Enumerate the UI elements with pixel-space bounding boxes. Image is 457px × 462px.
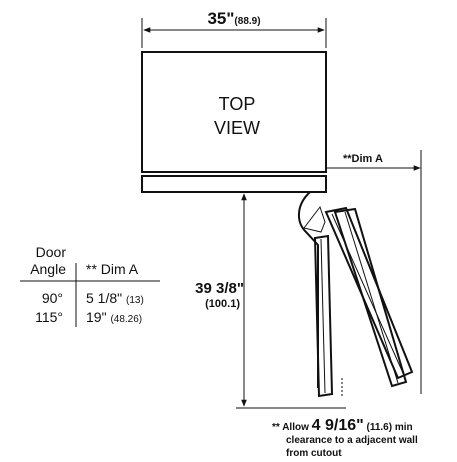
table-header-door: Door [36, 244, 67, 260]
table-row: 115° 19" (48.26) [35, 309, 142, 325]
width-label: 35"(88.9) [207, 9, 260, 28]
table-header-angle: Angle [30, 261, 66, 277]
note-line3: from cutout [286, 448, 342, 459]
table-header-dim-a: ** Dim A [86, 261, 139, 277]
dim-a-label: **Dim A [343, 153, 383, 165]
door-panel-115 [324, 206, 414, 380]
table-row-value: 19" (48.26) [86, 309, 142, 325]
clearance-note: ** Allow 4 9/16" (11.6) min clearance to… [272, 417, 418, 459]
door-panel-115-gasket [333, 207, 408, 388]
table-row-angle: 90° [42, 290, 63, 306]
depth-dimension: 39 3/8" (100.1) [195, 193, 346, 409]
depth-inches-label: 39 3/8" [195, 280, 244, 297]
top-width-dimension: 35"(88.9) [141, 9, 327, 48]
depth-cm-label: (100.1) [205, 298, 240, 310]
table-row: 90° 5 1/8" (13) [42, 290, 144, 306]
door-hinge-bracket [298, 191, 319, 388]
dim-a-dimension: **Dim A [326, 150, 422, 394]
door-angle-table: Door Angle ** Dim A 90° 5 1/8" (13) 115°… [20, 244, 160, 327]
open-door-outline [298, 191, 414, 398]
door-handle [303, 205, 326, 233]
refrigerator-cabinet: TOP VIEW [141, 51, 327, 193]
table-row-value: 5 1/8" (13) [86, 290, 144, 306]
door-panel-115-gasket-inner [344, 211, 399, 384]
top-view-label-line1: TOP [219, 94, 256, 114]
door-panel-90-inner [320, 238, 326, 394]
door-panel-90 [313, 234, 334, 398]
note-line2: clearance to a adjacent wall [286, 435, 418, 446]
table-row-angle: 115° [35, 309, 63, 325]
note-line1: ** Allow 4 9/16" (11.6) min [272, 417, 413, 434]
top-view-label-line2: VIEW [214, 118, 260, 138]
cabinet-body [141, 51, 327, 173]
cabinet-door-strip [141, 175, 327, 193]
